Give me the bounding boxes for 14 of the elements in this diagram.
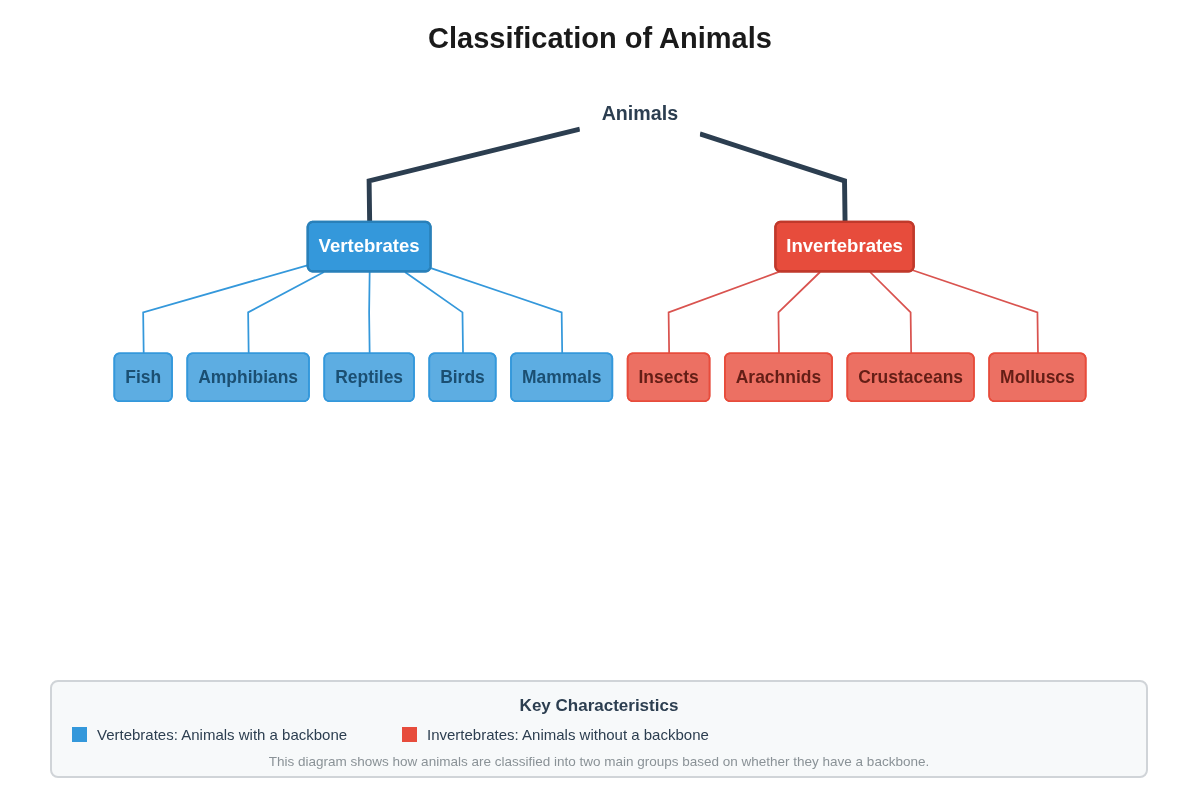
connector (869, 271, 913, 355)
connector (667, 270, 781, 355)
connector (430, 267, 564, 355)
connector (404, 271, 464, 355)
caption-note: This diagram shows how animals are classified into two main groups based on whether they have a backbone. (268, 754, 930, 769)
legend-text: Vertebrates: Animals with a backbone (97, 726, 348, 743)
legend-heading: Key Characteristics (519, 696, 679, 716)
connector (777, 271, 821, 355)
connector (911, 269, 1039, 355)
node-text: Animals (601, 102, 679, 125)
connector (368, 271, 371, 355)
diagram-title: Classification of Animals (428, 22, 772, 55)
legend-text: Invertebrates: Animals without a backbone (427, 726, 709, 743)
connector (247, 271, 325, 355)
